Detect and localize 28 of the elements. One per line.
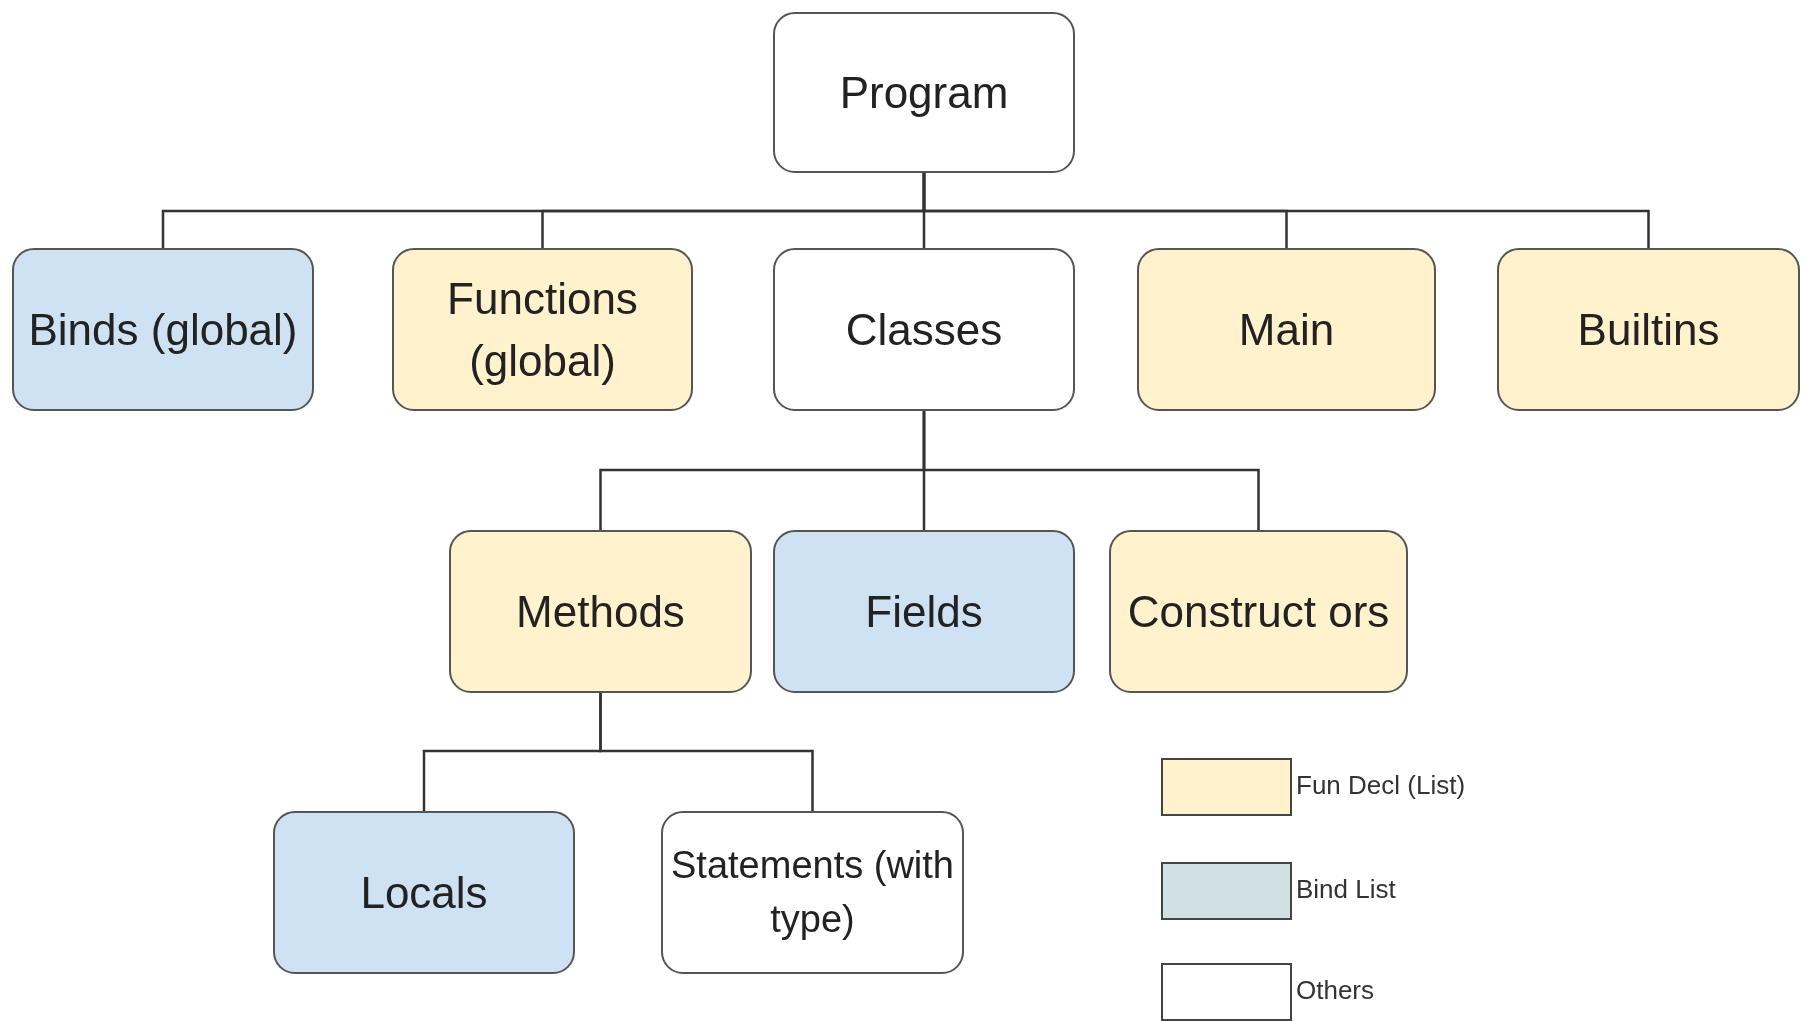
hierarchy-box: [1109, 530, 1408, 693]
node-label: Locals: [359, 866, 489, 919]
hierarchy-box: [1137, 248, 1436, 411]
node-label: Methods: [515, 585, 686, 638]
node-label: Fields: [864, 585, 984, 638]
connector-line: [599, 693, 814, 811]
hierarchy-box: [661, 811, 964, 974]
node-label: Statements (with type): [670, 843, 955, 942]
connector-line: [922, 173, 1650, 248]
legend-label: Bind List: [1296, 874, 1396, 905]
node-label: Construct ors: [1126, 585, 1391, 638]
hierarchy-box: [273, 811, 575, 974]
node-label: Functions (global): [446, 272, 639, 387]
hierarchy-box: [392, 248, 693, 411]
hierarchy-box: [449, 530, 752, 693]
hierarchy-box: [773, 12, 1075, 173]
hierarchy-box: [12, 248, 314, 411]
node-label: Program: [838, 66, 1010, 119]
hierarchy-box: [1497, 248, 1800, 411]
node-label: Binds (global): [27, 303, 299, 356]
legend-label: Others: [1296, 975, 1375, 1006]
node-label: Main: [1237, 303, 1336, 356]
node-label: Classes: [844, 303, 1004, 356]
legend-label: Fun Decl (List): [1296, 770, 1466, 801]
hierarchy-box: [773, 530, 1075, 693]
node-label: Builtins: [1576, 303, 1721, 356]
connector-line: [922, 411, 1260, 530]
hierarchy-box: [773, 248, 1075, 411]
